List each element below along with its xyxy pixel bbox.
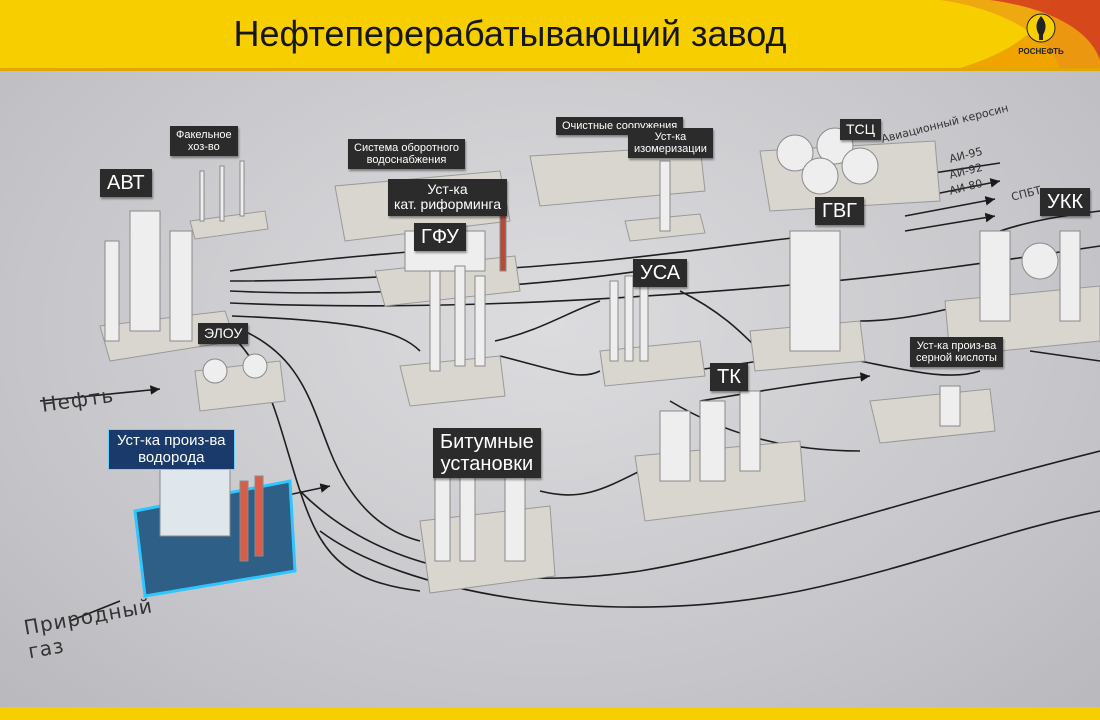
header-bar: Нефтеперерабатывающий завод РОСНЕФТЬ	[0, 0, 1100, 71]
rosneft-logo: РОСНЕФТЬ	[982, 6, 1100, 62]
unit-label-cooling: Система оборотного водоснабжения	[348, 139, 466, 170]
footer-bar	[0, 707, 1100, 720]
unit-label-ukk: УКК	[1040, 188, 1091, 216]
unit-label-isomer: Уст-ка изомеризации	[628, 128, 713, 159]
unit-label-reforming: Уст-ка кат. риформинга	[388, 179, 508, 216]
refinery-scheme	[39, 127, 1100, 622]
unit-label-usa: УСА	[633, 259, 688, 287]
unit-label-avt: АВТ	[100, 169, 152, 197]
unit-label-flare: Факельное хоз-во	[170, 126, 238, 157]
page-title: Нефтеперерабатывающий завод	[233, 13, 787, 54]
unit-label-bitumen: Битумные установки	[433, 428, 541, 478]
flame-icon	[1026, 13, 1056, 43]
refinery-diagram: Нефть Природный газ АВТ Факельное хоз-во…	[0, 71, 1100, 707]
unit-label-hydrogen: Уст-ка произ-ва водорода	[108, 429, 235, 470]
logo-area: РОСНЕФТЬ	[900, 0, 1100, 68]
unit-label-sulfuric: Уст-ка произ-ва серной кислоты	[910, 337, 1003, 368]
unit-label-tsc: ТСЦ	[840, 119, 882, 141]
unit-label-gfu: ГФУ	[414, 223, 466, 251]
unit-label-gvg: ГВГ	[815, 197, 864, 225]
unit-label-elou: ЭЛОУ	[198, 323, 249, 345]
unit-label-tk: ТК	[710, 363, 748, 391]
